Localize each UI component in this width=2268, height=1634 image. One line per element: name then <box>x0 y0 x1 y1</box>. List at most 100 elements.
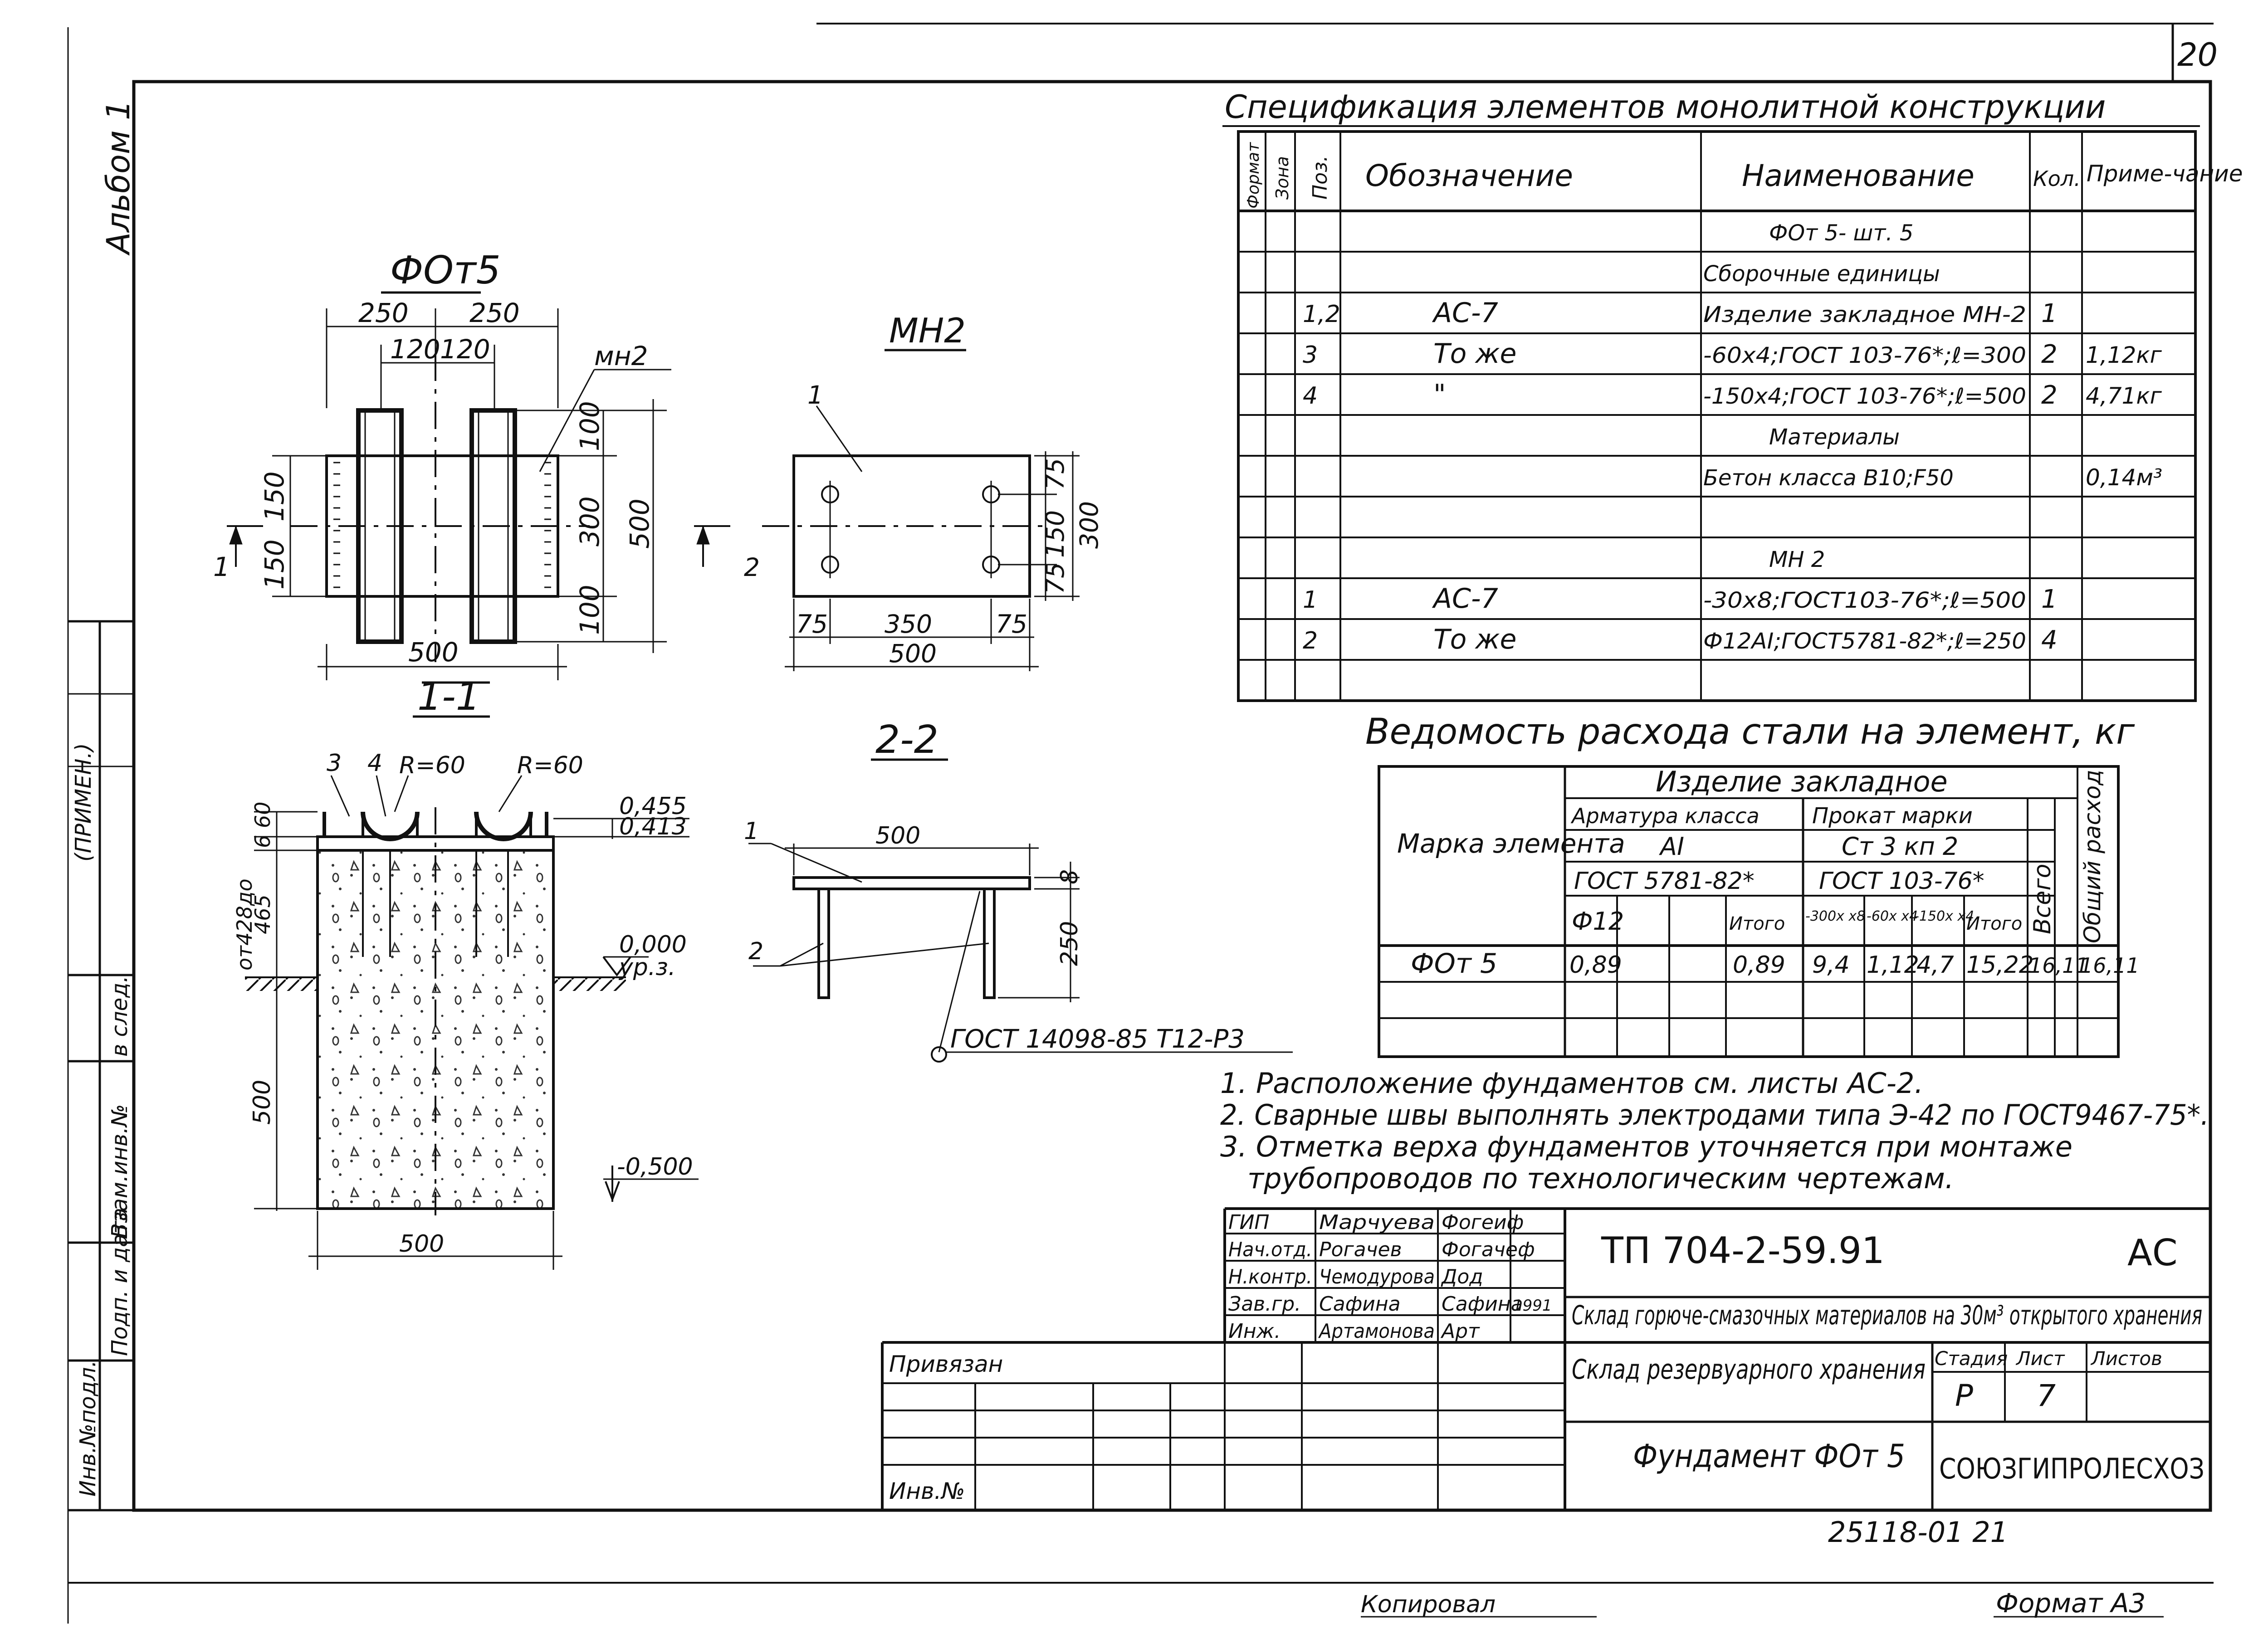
stamp-inv: Инв.№ <box>889 1478 965 1504</box>
stamp-stage: Р <box>1955 1378 1973 1413</box>
spec-cell-qty: 2 <box>2041 340 2058 369</box>
spec-cell-note: 1,12кг <box>2086 342 2162 368</box>
section-2-2-title: 2-2 <box>875 717 938 762</box>
steel-h-st3: Ст 3 кп 2 <box>1842 832 1958 861</box>
spec-cell-pos: 2 <box>1303 627 1318 654</box>
spec-cell-name: Материалы <box>1769 424 1900 450</box>
note-2: 2. Сварные швы выполнять электродами тип… <box>1220 1098 2209 1132</box>
stamp-role: Нач.отд. <box>1228 1238 1312 1261</box>
mn2-dim-75-bottom: 75 <box>1041 562 1070 594</box>
steel-h-item: Изделие закладное <box>1656 765 1948 798</box>
stamp-sign: Арт <box>1440 1320 1480 1343</box>
section-1-1-labels: 3 4 R=60 R=60 0,455 0,413 0,000 ур.з. -0… <box>232 750 693 1258</box>
stamp-role: Инж. <box>1228 1320 1281 1343</box>
steel-table-grid <box>1378 765 2120 1058</box>
sec22-dim-250: 250 <box>1056 921 1083 966</box>
mn2-dims: 1 2 75 150 75 300 75 350 75 500 <box>744 380 1104 668</box>
spec-cell-name: -30х8;ГОСТ103-76*;ℓ=500 <box>1703 588 2026 613</box>
steel-h-prokat: Прокат марки <box>1812 803 1973 829</box>
spec-cell-qty: 4 <box>2041 625 2058 655</box>
notes: 1. Расположение фундаментов см. листы АС… <box>1220 1067 2209 1195</box>
note-4: трубопроводов по технологическим чертежа… <box>1247 1162 1954 1195</box>
stamp-privyazan: Привязан <box>889 1351 1003 1377</box>
dim-500-vertical: 500 <box>624 498 655 549</box>
plan-title: ФОт5 <box>390 248 501 293</box>
steel-row-total: 16,11 <box>2080 953 2140 978</box>
spec-cell-name: Ф12АI;ГОСТ5781-82*;ℓ=250 <box>1703 629 2026 654</box>
mn2-dim-350: 350 <box>885 610 932 639</box>
plan-section-mark: 1 <box>213 551 230 582</box>
stamp-name: Сафина <box>1319 1293 1401 1316</box>
steel-h-total: Общий расход <box>2079 770 2106 943</box>
section-1-1-title: 1-1 <box>417 674 480 719</box>
steel-h-gost1: ГОСТ 5781-82* <box>1574 868 1755 895</box>
spec-cell-name: Бетон класса В10;F50 <box>1703 465 1954 491</box>
mn2-dim-150: 150 <box>1041 510 1070 558</box>
spec-cell-name: Изделие закладное МН-2 <box>1703 302 2026 327</box>
spec-h-qty: Кол. <box>2033 166 2081 191</box>
stamp-role: Н.контр. <box>1228 1265 1312 1288</box>
bottom-copied: Копировал <box>1361 1591 1496 1618</box>
dim-250-right: 250 <box>469 298 520 328</box>
spec-cell-name: -150х4;ГОСТ 103-76*;ℓ=500 <box>1703 384 2026 409</box>
mn2-view: МН2 <box>694 311 1080 671</box>
dim-250-left: 250 <box>358 298 409 328</box>
mn2-dim-75-top: 75 <box>1041 458 1070 490</box>
stamp-section: АС <box>2127 1232 2178 1274</box>
steel-row-c3: 4,7 <box>1916 951 1954 979</box>
dim-500-horizontal: 500 <box>399 1230 444 1258</box>
steel-h-arm: Арматура класса <box>1570 804 1760 828</box>
steel-h-c1: -300х х8 <box>1805 908 1865 924</box>
sec22-dim-8: 8 <box>1056 869 1083 884</box>
side-v-sled: в след. <box>107 976 132 1057</box>
mark-0455: 0,455 <box>619 793 687 820</box>
dim-6-60: 6 60 <box>250 802 275 848</box>
pos-4: 4 <box>367 750 382 777</box>
spec-cell-pos: 1,2 <box>1303 301 1340 328</box>
stamp-sign: Сафина <box>1442 1293 1523 1316</box>
mn2-title: МН2 <box>889 311 966 351</box>
side-podp-data: Подп. и дата <box>107 1208 132 1356</box>
mark-level: ур.з. <box>618 954 676 981</box>
stamp-sheets-header: Листов <box>2090 1347 2162 1370</box>
plan-view: ФОт5 <box>227 248 671 684</box>
steel-h-c3: -150х х4 <box>1914 908 1974 924</box>
dim-120-right: 120 <box>440 334 490 365</box>
side-vzam-inv: Взам.инв.№ <box>107 1104 132 1238</box>
stamp-sheet-header: Лист <box>2015 1347 2065 1370</box>
steel-row-vsego: 16,11 <box>2029 953 2089 978</box>
dim-428: от428до <box>232 878 257 971</box>
stamp-role: Зав.гр. <box>1228 1293 1301 1316</box>
spec-cell-qty: 1 <box>2041 299 2058 328</box>
spec-cell-name: МН 2 <box>1769 547 1825 572</box>
spec-cell-designation: " <box>1433 379 1446 410</box>
steel-row-c2: 1,12 <box>1867 951 1919 979</box>
stamp-project: Склад горюче-смазочных материалов на 30м… <box>1572 1300 2202 1331</box>
spec-cell-pos: 1 <box>1303 586 1318 614</box>
stamp-year: 1991 <box>1513 1297 1552 1315</box>
mn2-leader-1: 1 <box>807 380 823 410</box>
steel-h-vsego: Всего <box>2029 864 2056 934</box>
spec-title: Спецификация элементов монолитной констр… <box>1225 88 2106 126</box>
spec-h-designation: Обозначение <box>1365 158 1573 193</box>
section-1-1: 1-1 <box>245 674 699 1270</box>
stamp-stage-header: Стадия <box>1935 1347 2008 1370</box>
sec22-dim-500: 500 <box>875 822 920 849</box>
steel-row-itogo2: 15,22 <box>1966 951 2034 979</box>
stamp-drawing: Фундамент ФОт 5 <box>1633 1438 1905 1475</box>
dim-500-vertical: 500 <box>249 1080 276 1125</box>
steel-h-mark: Марка элемента <box>1397 828 1625 859</box>
spec-h-note: Приме-чание <box>2087 161 2243 187</box>
stamp-sheet: 7 <box>2037 1378 2056 1413</box>
sec22-pos-1: 1 <box>744 818 759 845</box>
mn2-dim-300: 300 <box>1075 501 1104 549</box>
pos-3: 3 <box>327 750 342 777</box>
steel-h-ai: АI <box>1659 832 1684 861</box>
sec22-pos-2: 2 <box>748 938 763 965</box>
stamp-org: СОЮЗГИПРОЛЕСХОЗ <box>1939 1452 2204 1485</box>
spec-cell-designation: АС-7 <box>1432 583 1498 615</box>
mark-0500: -0,500 <box>617 1153 693 1180</box>
